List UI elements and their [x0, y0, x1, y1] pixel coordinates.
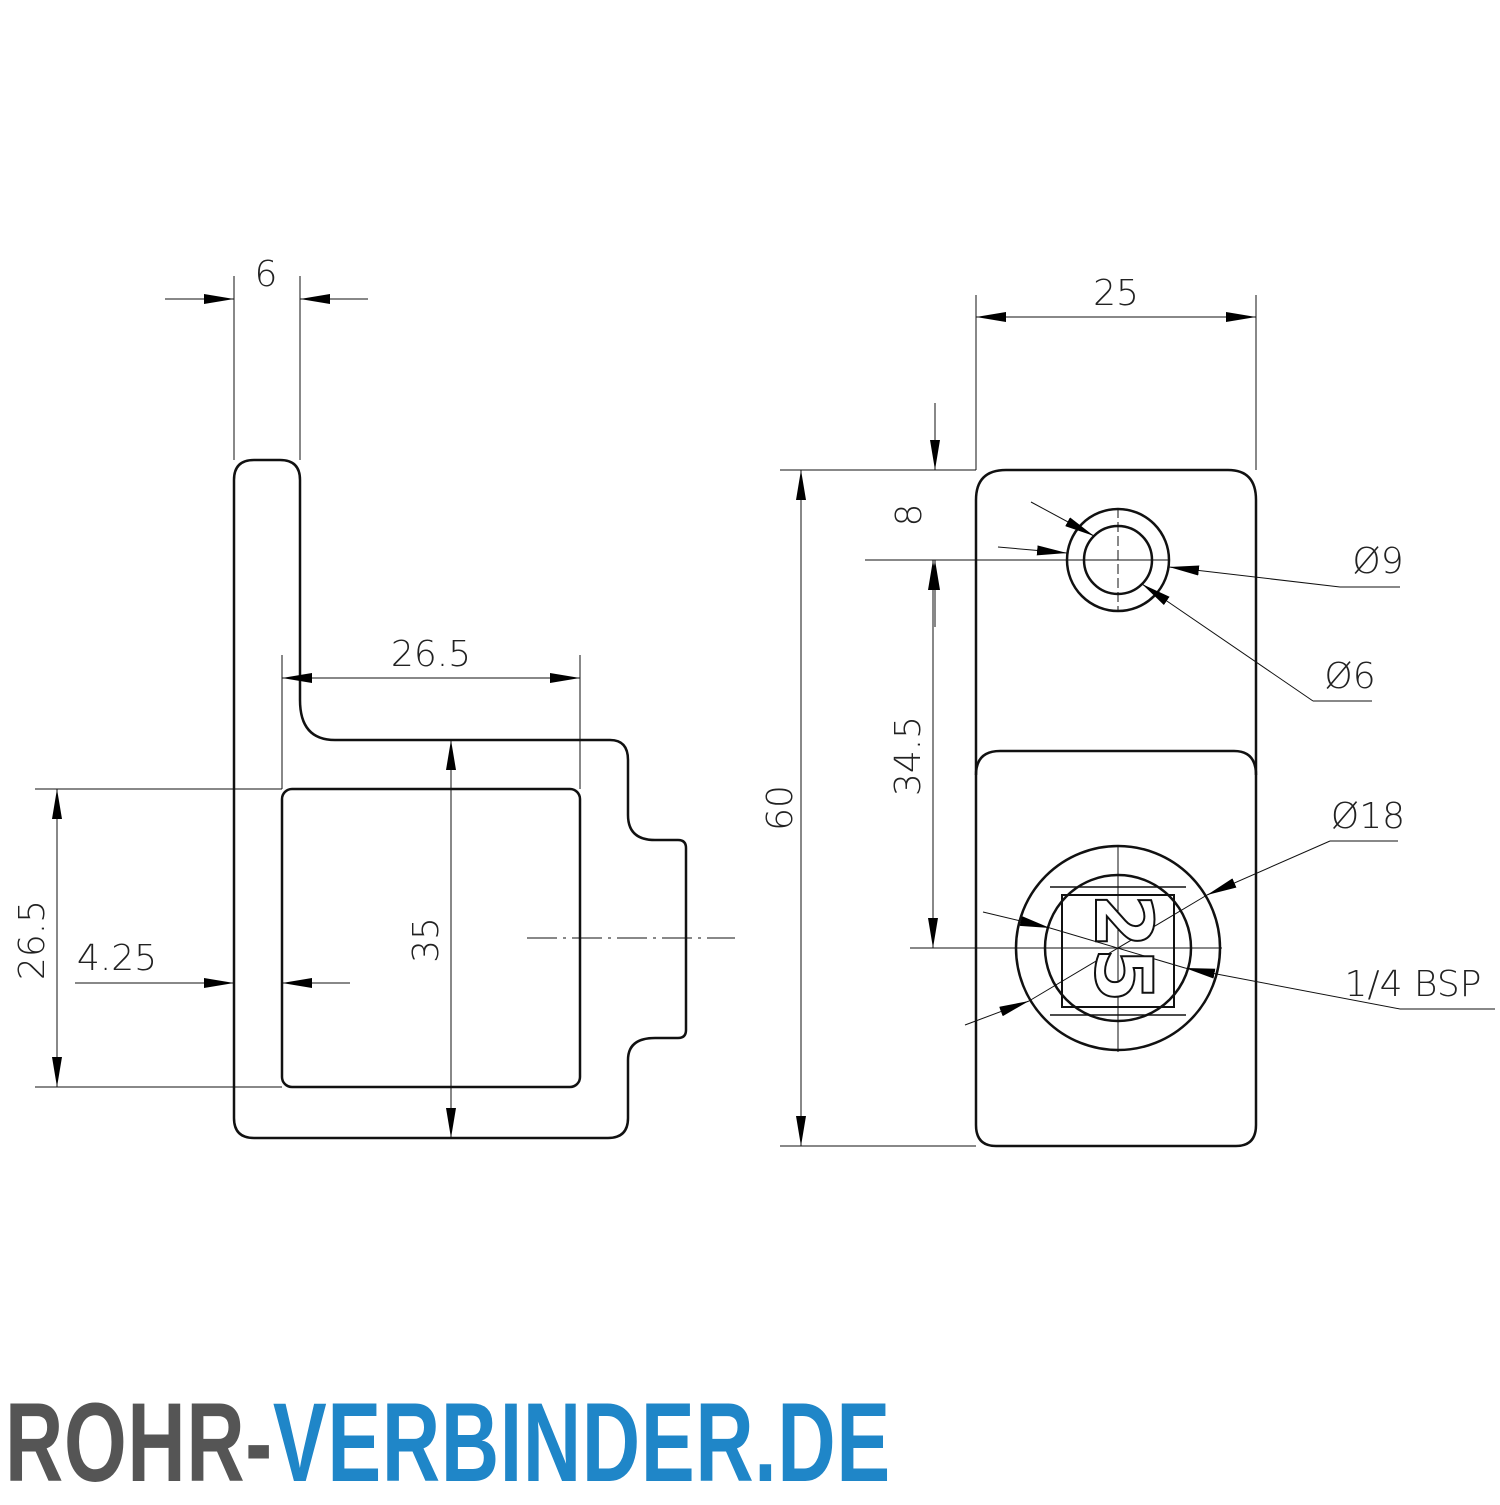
- brand-logo: ROHR-VERBINDER.DE: [5, 1387, 891, 1499]
- logo-part-verbinder: VERBINDER.DE: [272, 1380, 891, 1505]
- dim-flange-thickness: 6: [255, 254, 278, 295]
- dim-outer-height: 35: [406, 917, 447, 963]
- logo-part-rohr: ROHR-: [5, 1380, 273, 1505]
- dim-hole-inner-diameter: Ø6: [1324, 656, 1375, 697]
- dim-wall-offset: 4.25: [77, 938, 157, 979]
- dim-total-height: 60: [760, 785, 801, 831]
- front-view-outline: [974, 468, 1258, 1148]
- dim-thread: 1/4 BSP: [1345, 964, 1482, 1005]
- dim-inner-height: 26.5: [12, 900, 53, 980]
- side-view-outline: [232, 458, 688, 1140]
- side-view-labels: 6 26.5 26.5 4.25 35: [12, 254, 471, 980]
- dim-hole-outer-diameter: Ø9: [1352, 541, 1403, 582]
- front-view-step: [974, 749, 1258, 776]
- dim-hole-to-thread: 34.5: [888, 716, 929, 796]
- side-view: [35, 276, 735, 1140]
- stamp-number: 25: [1077, 894, 1167, 1003]
- front-view-labels: 25 60 8 34.5 Ø9 Ø6 Ø18 1/4 BSP 25: [760, 273, 1481, 1005]
- dim-inner-width: 26.5: [391, 634, 471, 675]
- dim-hole-offset: 8: [889, 504, 930, 527]
- dim-boss-diameter: Ø18: [1331, 796, 1405, 837]
- front-view: [780, 295, 1495, 1148]
- dim-width: 25: [1093, 273, 1139, 314]
